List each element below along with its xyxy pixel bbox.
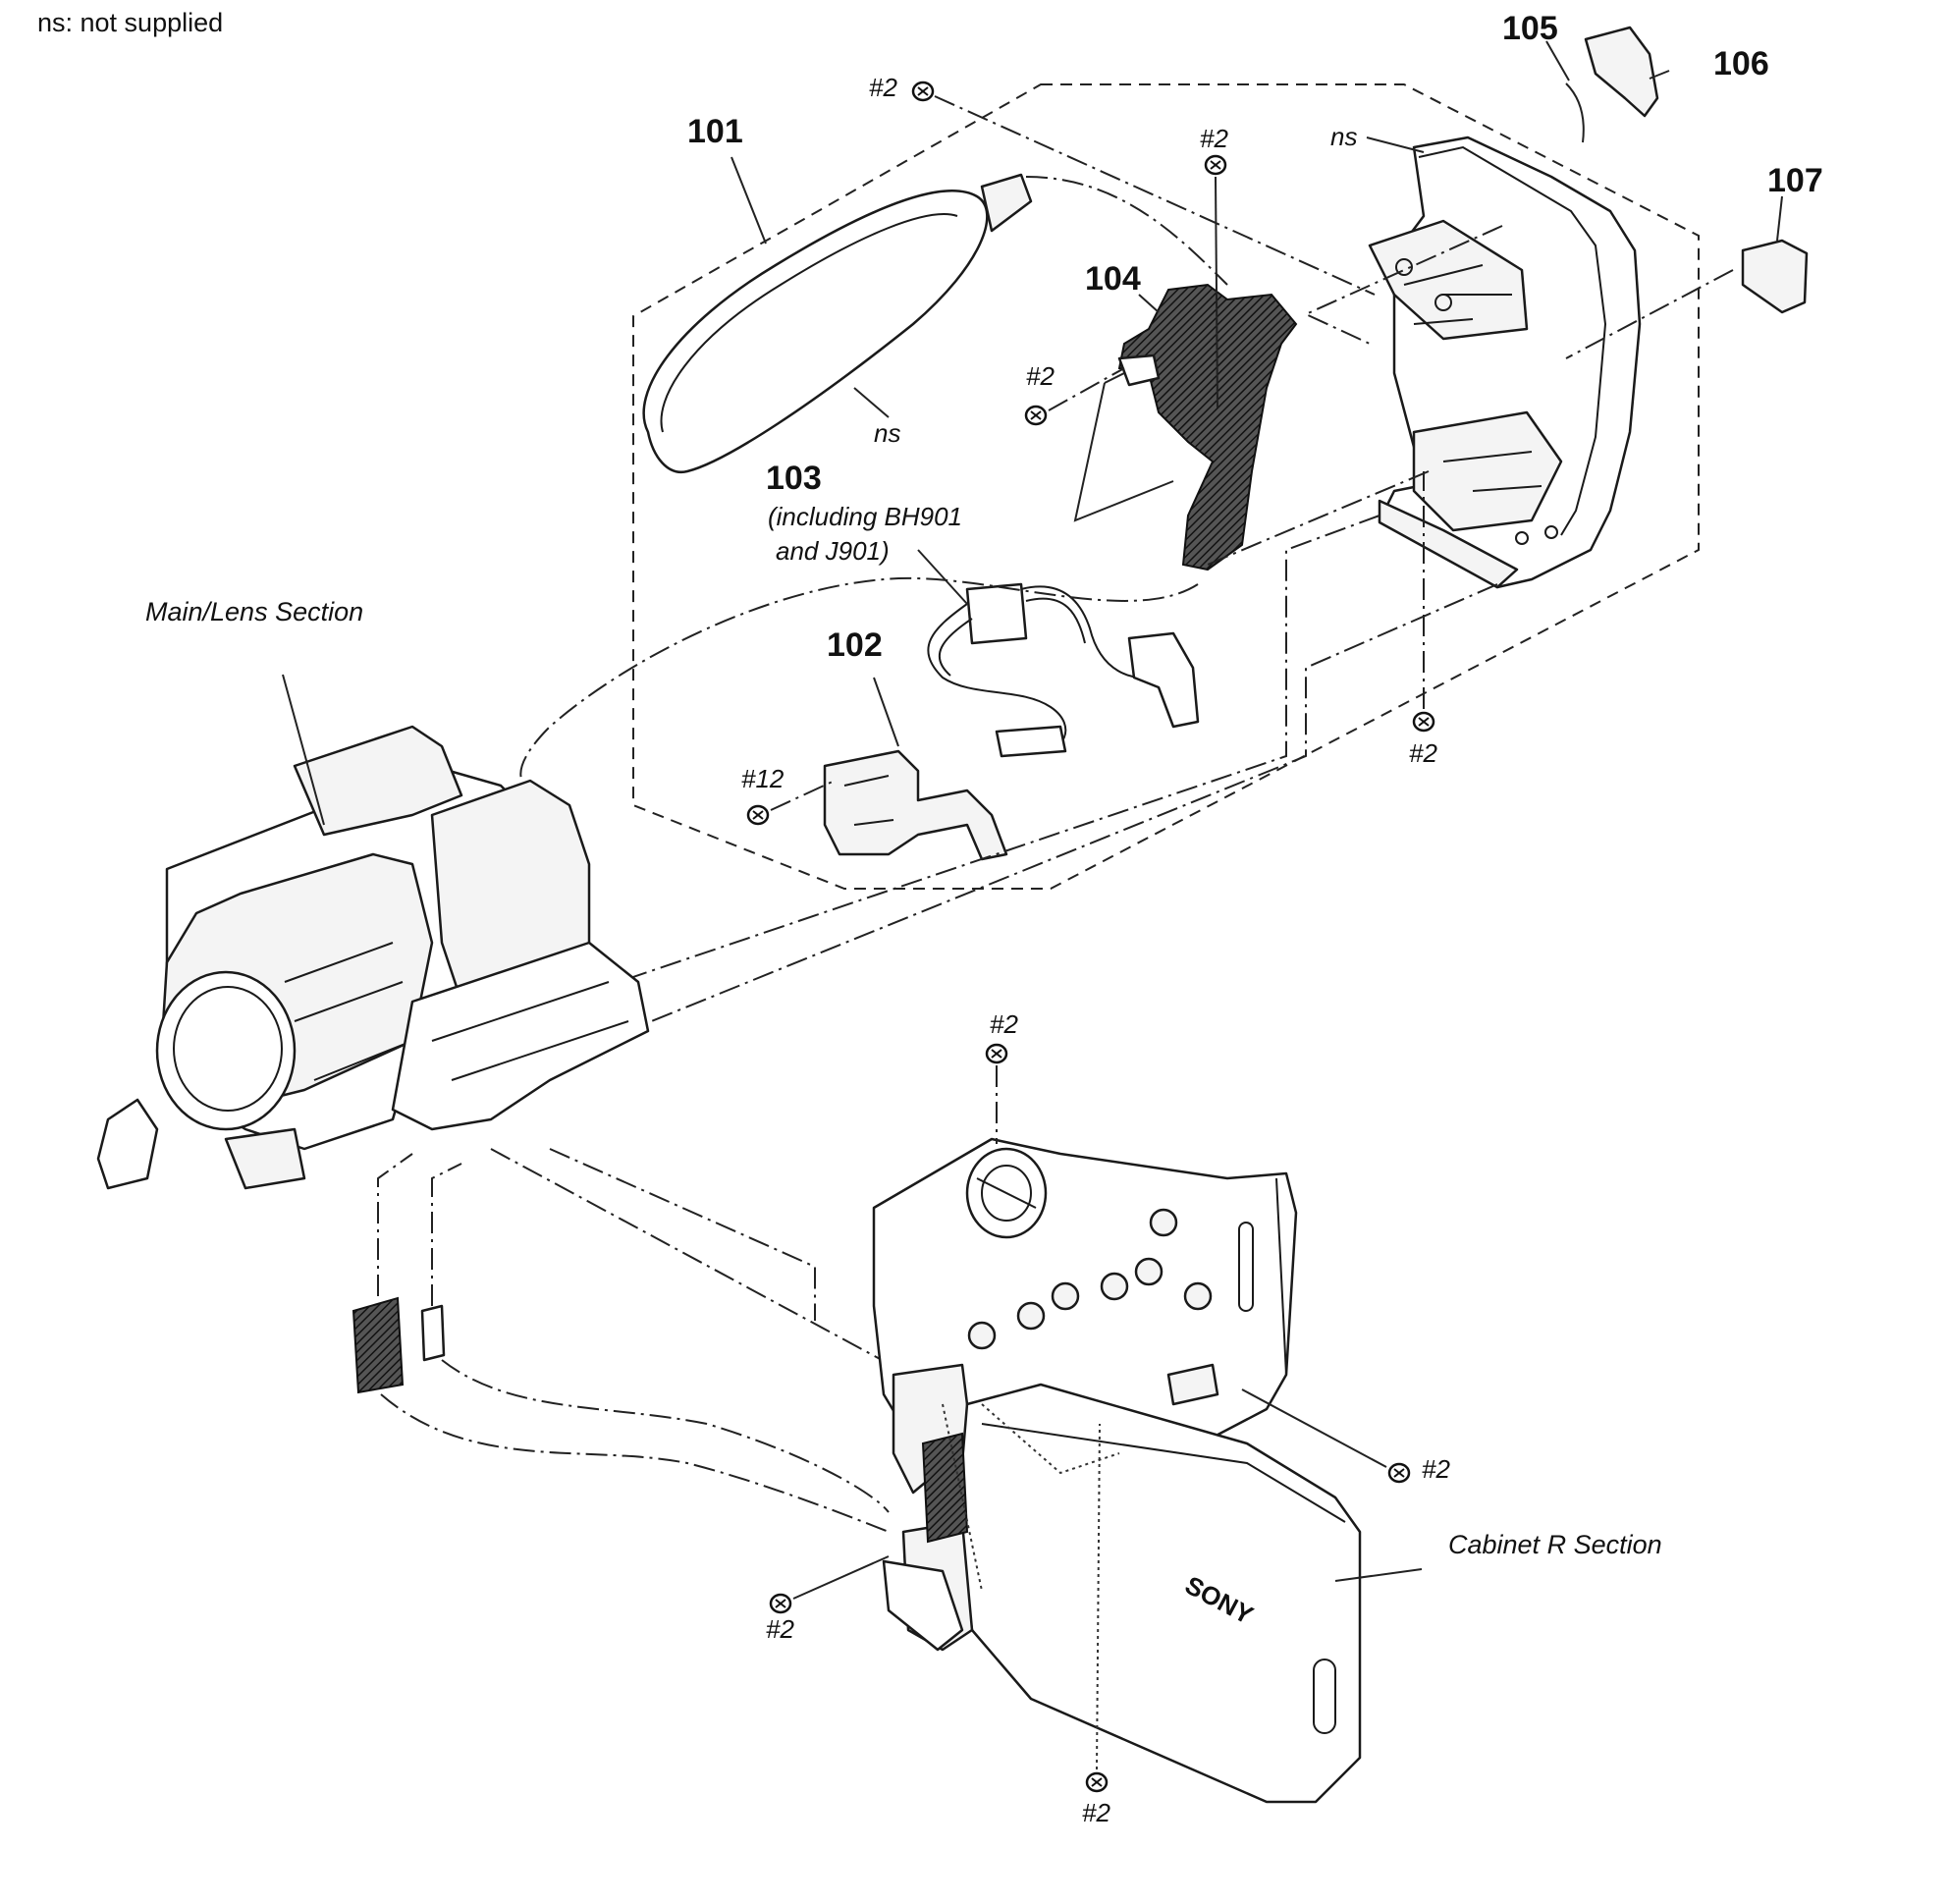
part-label-106: 106 (1713, 45, 1769, 82)
frame-assembly (1368, 136, 1642, 589)
cover-106 (1584, 26, 1659, 118)
main-lens-assembly (96, 725, 650, 1190)
knob-107 (1741, 239, 1809, 314)
screw-12 (746, 804, 770, 826)
guide-lcd-hinge (942, 1403, 1120, 1592)
screw-label-104: #2 (1026, 361, 1055, 391)
part-label-105: 105 (1502, 10, 1558, 47)
section-label-main-lens: Main/Lens Section (145, 597, 363, 626)
screw-top-mid (1204, 154, 1227, 176)
screw-label-top-left: #2 (869, 73, 897, 102)
bracket-102 (823, 749, 1008, 861)
leader-103 (917, 549, 968, 605)
guide-107 (1565, 269, 1734, 359)
screw-104 (1024, 405, 1048, 426)
screw-label-cabinet-right: #2 (1422, 1454, 1450, 1484)
ns-label-frame: ns (1330, 122, 1357, 151)
guide-cable-to-lens (519, 176, 1228, 787)
leader-101 (730, 156, 767, 245)
guide-frame-to-lens (529, 470, 1498, 1071)
screw-label-top-mid: #2 (1200, 124, 1228, 153)
part-desc-103-line2: and J901) (776, 536, 890, 566)
assembly-boundary (632, 83, 1700, 890)
guide-screw-top-left (934, 95, 1376, 296)
screw-cabinet-right (1387, 1462, 1411, 1484)
screw-top-left (911, 81, 935, 102)
spring-105 (1565, 82, 1585, 143)
part-label-102: 102 (827, 626, 883, 664)
screw-frame-bottom (1412, 711, 1435, 733)
legend-note: ns: not supplied (37, 8, 223, 37)
board-104 (1117, 176, 1298, 571)
part-label-103: 103 (766, 460, 822, 497)
grip-cover-101 (642, 173, 1033, 474)
leader-ns-frame (1366, 136, 1425, 153)
cable-103 (927, 582, 1200, 758)
screw-label-frame-bottom: #2 (1409, 738, 1437, 768)
screw-label-cabinet-bottom: #2 (1082, 1798, 1110, 1827)
cabinet-r-assembly (872, 1137, 1362, 1804)
guide-screw-cabinet-left (792, 1555, 890, 1600)
part-label-101: 101 (687, 113, 743, 150)
screw-cabinet-left (769, 1593, 792, 1614)
leader-105 (1545, 40, 1570, 82)
leader-102 (873, 677, 899, 747)
leader-106 (1649, 70, 1670, 80)
part-label-104: 104 (1085, 260, 1141, 298)
ns-label-cover: ns (874, 418, 900, 448)
leader-104-fan (1073, 372, 1174, 522)
flat-cables (352, 1153, 890, 1533)
screw-label-12: #12 (741, 764, 785, 793)
leader-cabinet-r (1334, 1568, 1423, 1582)
part-desc-103-line1: (including BH901 (768, 502, 962, 531)
part-label-107: 107 (1767, 162, 1823, 199)
screw-label-cabinet-top: #2 (990, 1009, 1018, 1039)
guide-screw-104 (1048, 367, 1125, 411)
leader-main-lens (282, 674, 325, 826)
guide-screw-12 (770, 780, 836, 811)
guide-screw-cabinet-right (1241, 1388, 1387, 1468)
screw-cabinet-bottom (1085, 1771, 1109, 1793)
section-label-cabinet-r: Cabinet R Section (1448, 1530, 1662, 1559)
leader-104 (1138, 294, 1160, 313)
screw-cabinet-top (985, 1043, 1008, 1064)
leader-ns-cover (853, 387, 890, 418)
leader-107 (1776, 195, 1783, 242)
screw-label-cabinet-left: #2 (766, 1614, 794, 1644)
guide-frame-side (1303, 225, 1503, 345)
guide-screw-cabinet-bottom (1096, 1423, 1101, 1770)
